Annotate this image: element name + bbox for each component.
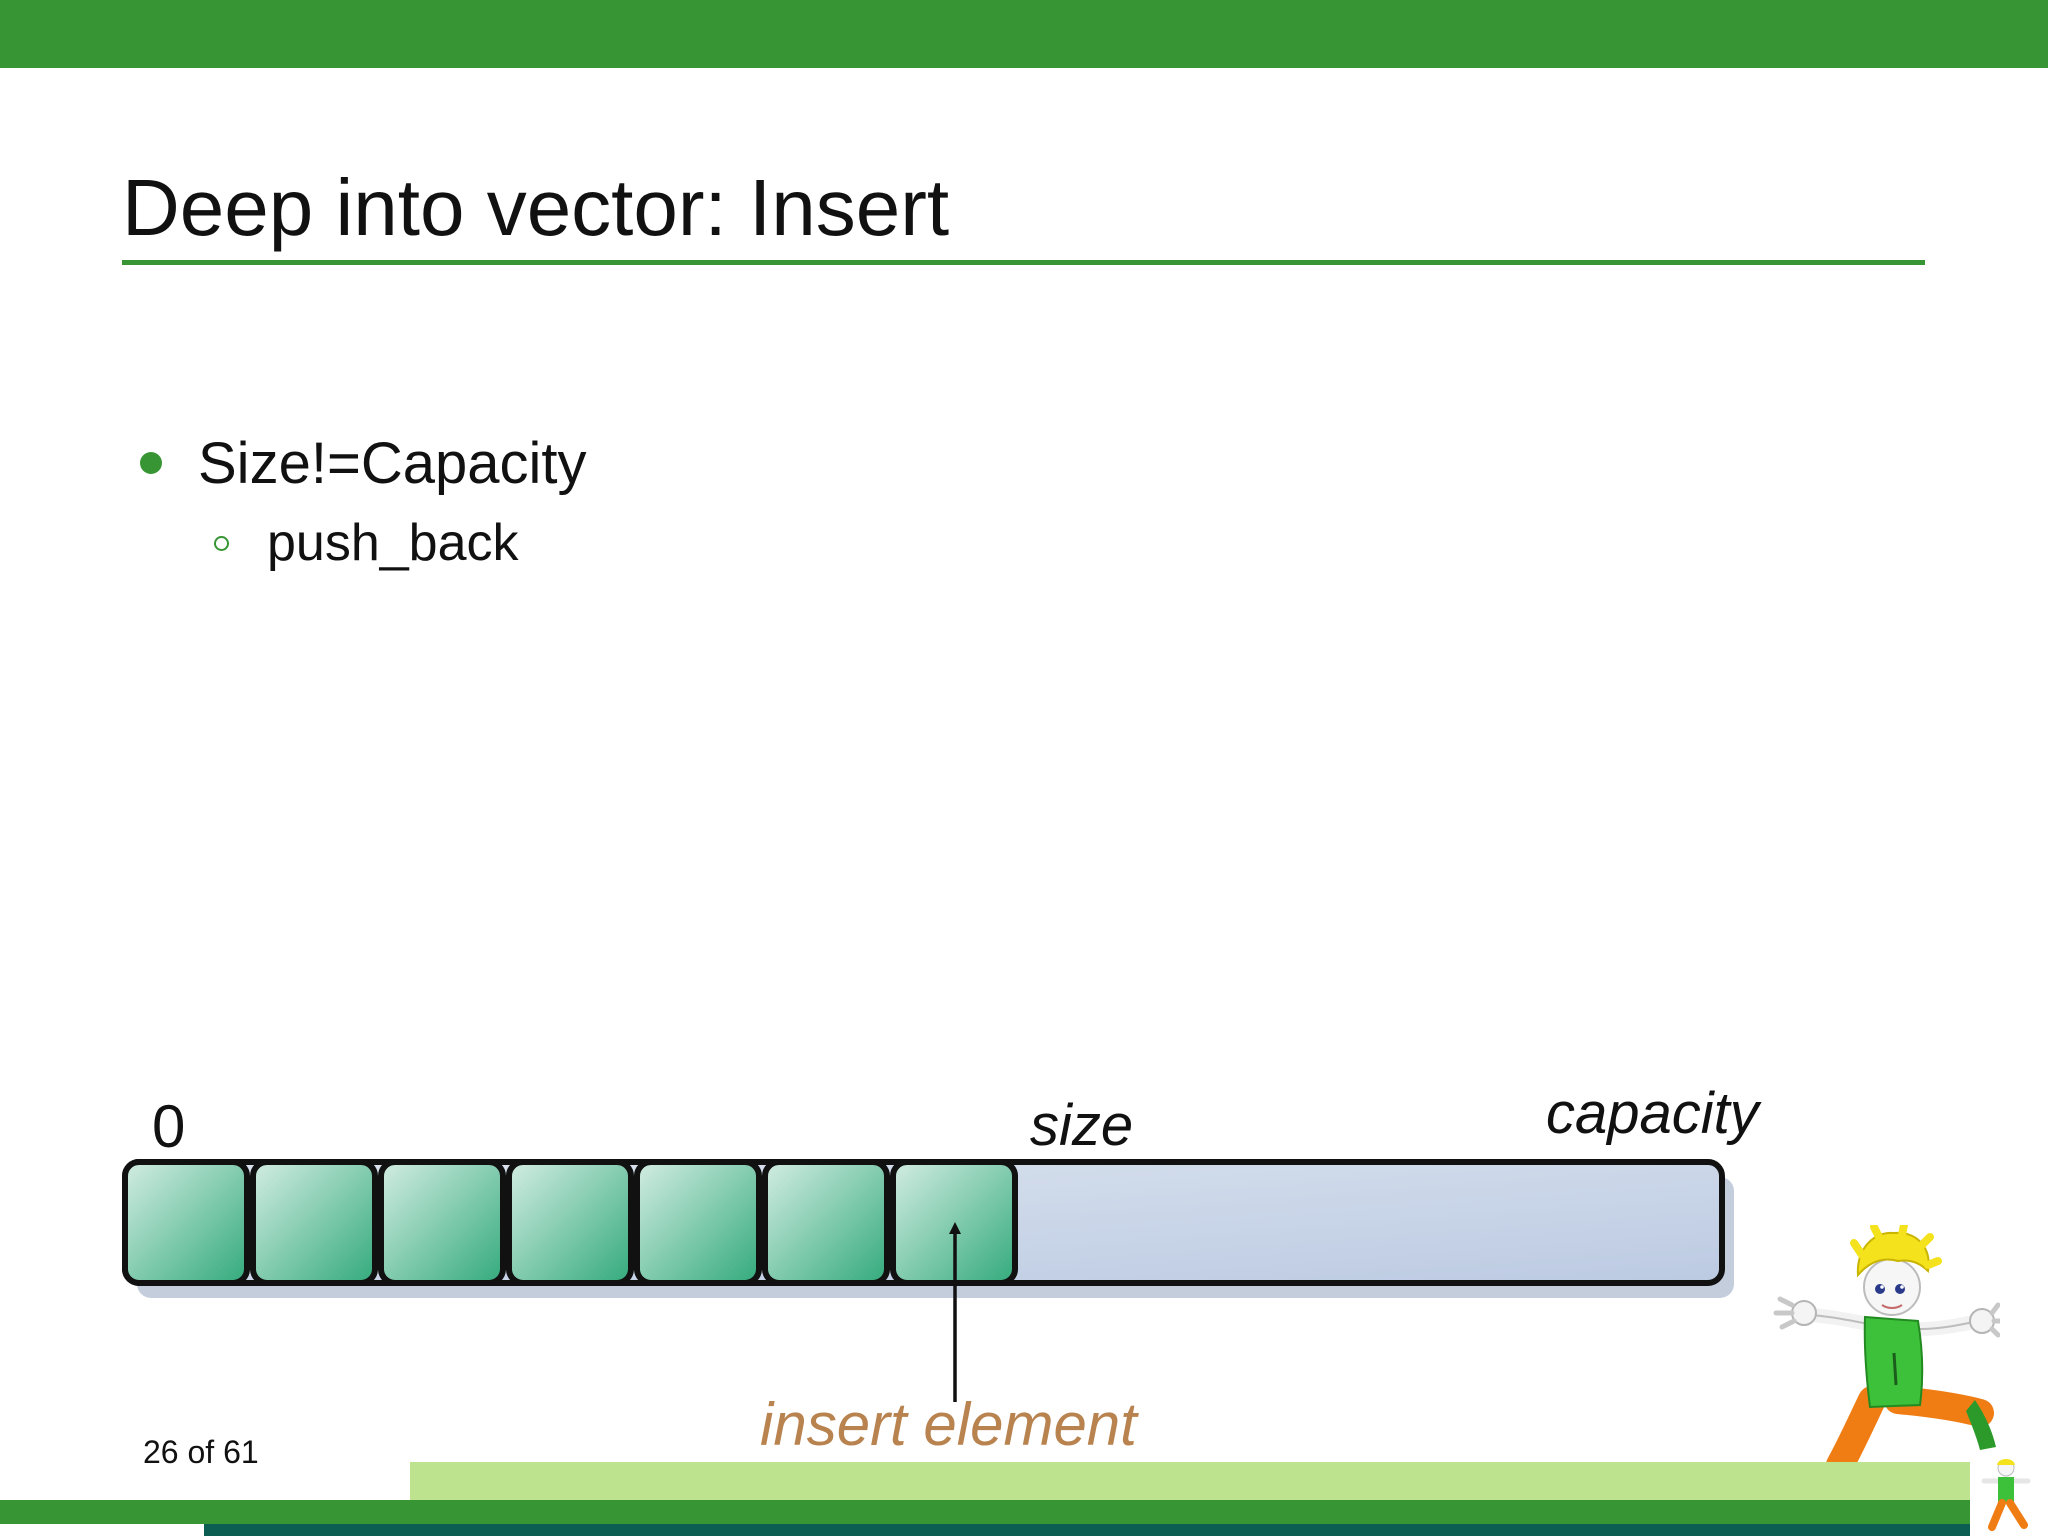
bullet-item: Size!=Capacity [140, 428, 586, 498]
vector-element-slot [762, 1159, 890, 1286]
sub-bullet-text: push_back [267, 514, 519, 572]
capacity-label: capacity [1546, 1081, 1759, 1146]
bullet-text: Size!=Capacity [198, 430, 587, 496]
vector-element-slot [250, 1159, 378, 1286]
sub-bullet-item: push_back [214, 510, 519, 576]
page-number: 26 of 61 [143, 1434, 259, 1470]
footer-light-bar [410, 1462, 1970, 1500]
vector-element-slot [506, 1159, 634, 1286]
top-header-bar [0, 0, 2048, 68]
cartoon-mascot-icon [1773, 1225, 2000, 1470]
footer-dark-bar [204, 1524, 1970, 1536]
start-index-label: 0 [152, 1093, 186, 1160]
vector-element-slot [378, 1159, 506, 1286]
vector-element-slot [634, 1159, 762, 1286]
size-label: size [1030, 1093, 1134, 1158]
footer-green-bar [0, 1500, 1970, 1524]
mini-mascot-icon [1981, 1459, 2031, 1531]
vector-element-slot [122, 1159, 250, 1286]
hollow-circle-bullet-icon [214, 535, 229, 551]
title-underline [122, 260, 1925, 265]
vector-slots [122, 1159, 1018, 1286]
slide-title: Deep into vector: Insert [122, 163, 950, 252]
insert-element-label: insert element [760, 1391, 1137, 1458]
filled-circle-bullet-icon [140, 452, 162, 474]
